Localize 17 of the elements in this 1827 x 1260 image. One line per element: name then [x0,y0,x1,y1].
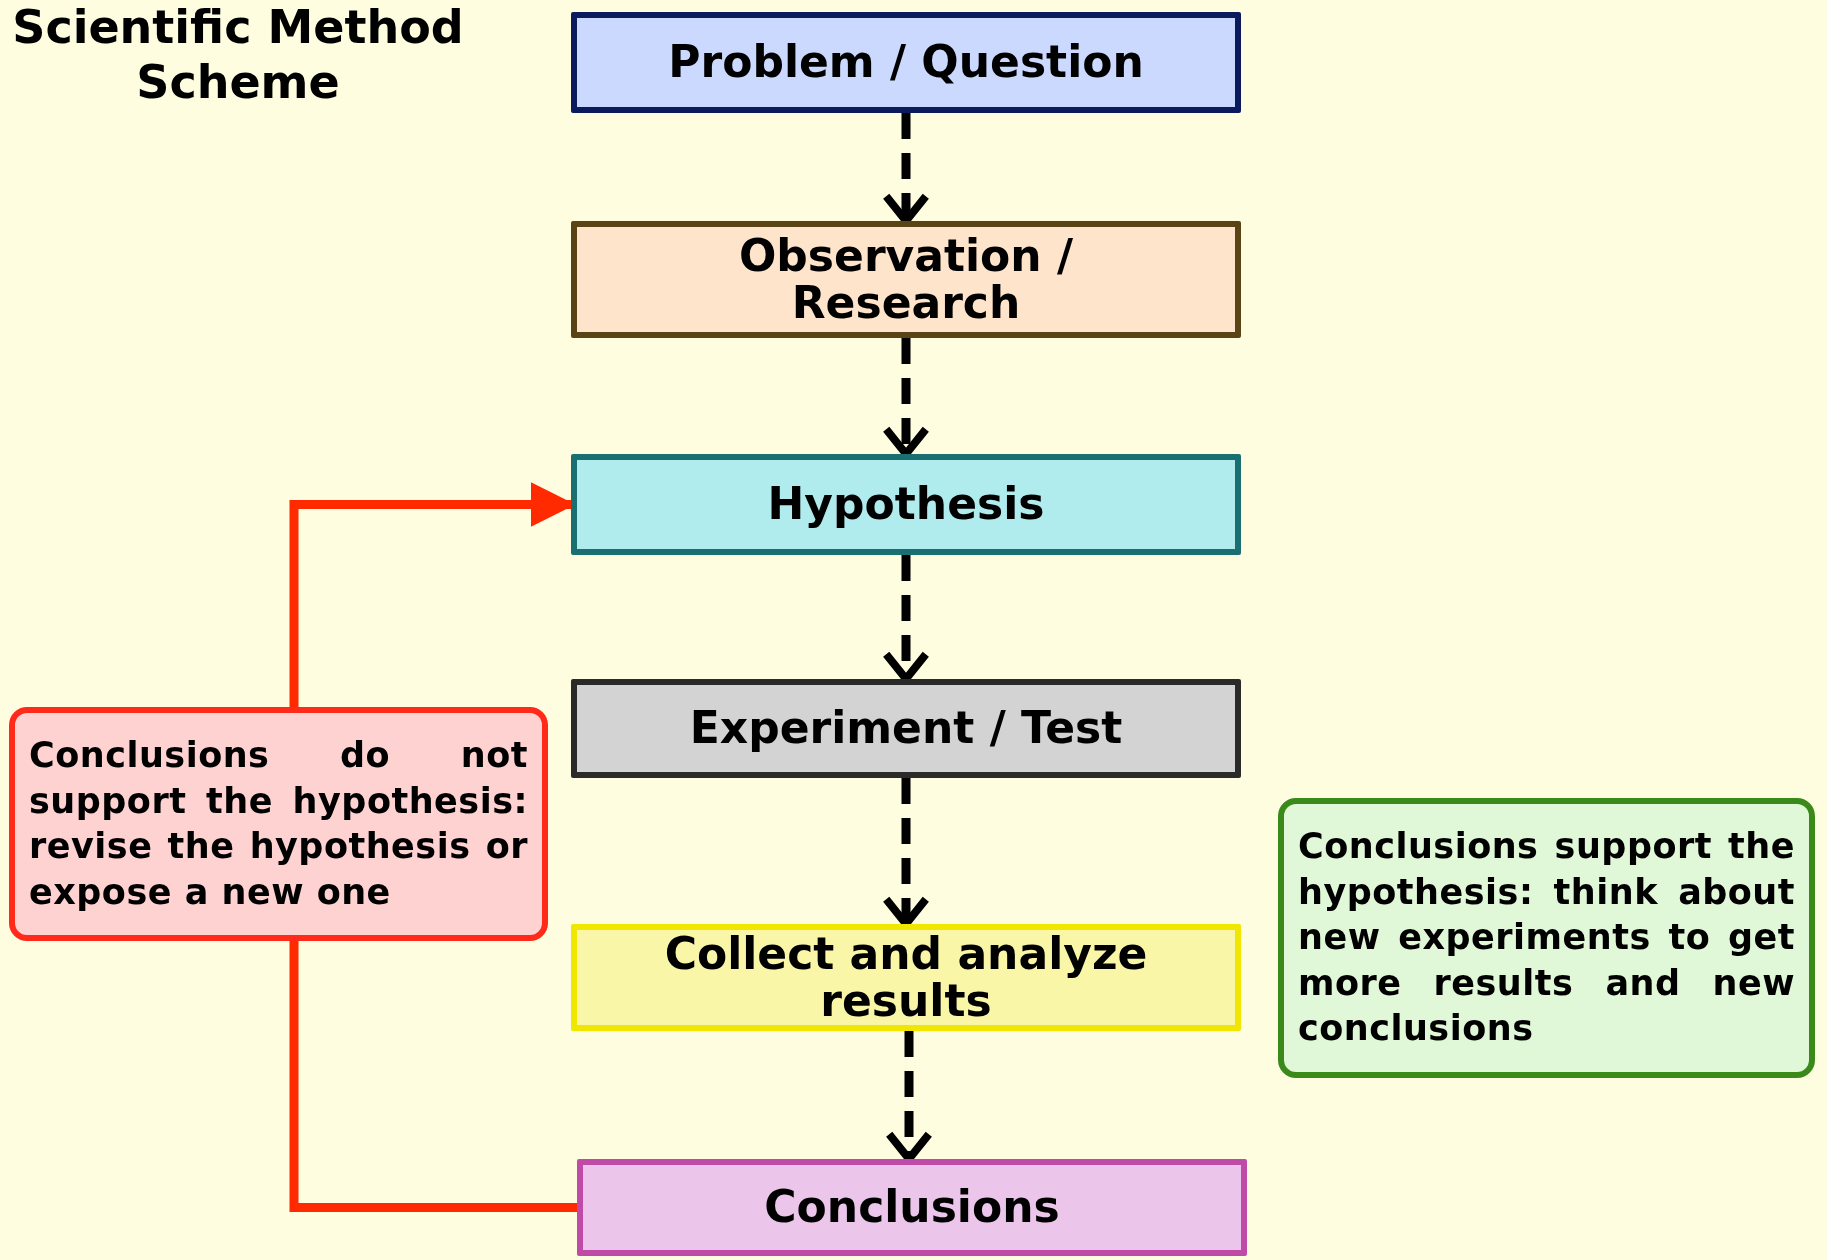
box-label: Observation / Research [737,233,1075,326]
conclusions-box [577,1159,1247,1256]
diagram-title: Scientific Method Scheme [11,0,465,111]
results-box [571,924,1241,1031]
note-box [1278,798,1815,1078]
box-label: Conclusions do not support the hypothesis: revise the hypothesis or expose a new one [29,734,528,914]
note-box [9,707,548,941]
experiment-box [571,679,1241,778]
question-box [571,12,1241,113]
box-label: Experiment / Test [689,705,1123,752]
box-label: Collect and analyze results [663,931,1149,1024]
box-label: Conclusions [764,1184,1060,1231]
hypothesis-box [571,454,1241,555]
box-label: Problem / Question [668,39,1144,86]
research-box [571,221,1241,338]
box-label: Conclusions support the hypothesis: think about new experiments to get more results and new conclusions [1298,825,1795,1051]
box-label: Hypothesis [767,481,1045,528]
